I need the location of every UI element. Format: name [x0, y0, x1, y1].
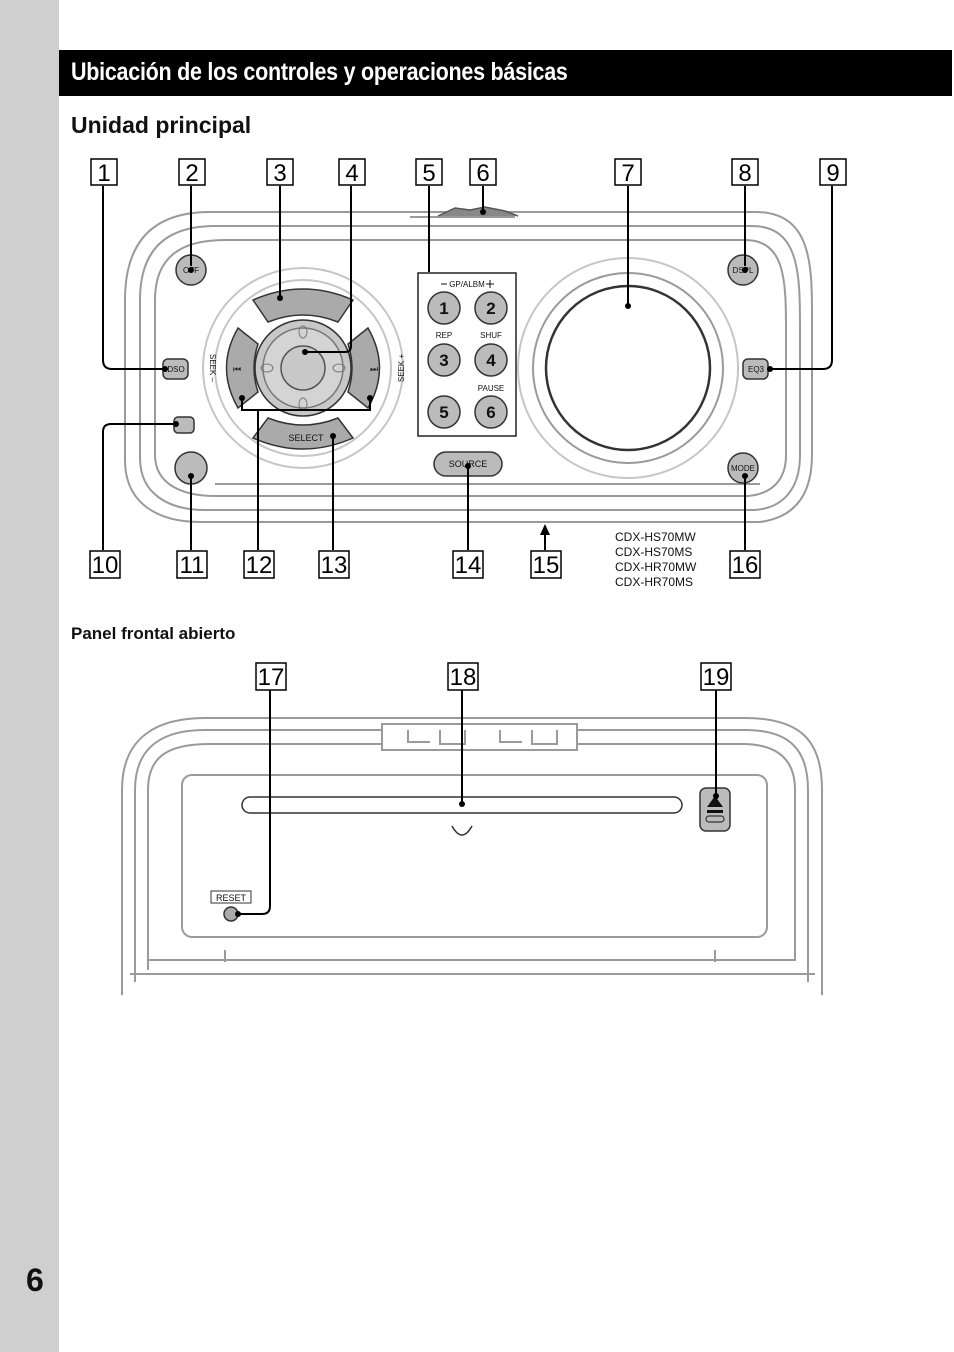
- page-margin-bar: [0, 0, 59, 1352]
- preset-1-button[interactable]: [427, 291, 461, 325]
- select-label: SELECT: [288, 433, 324, 443]
- preset-6-label: 6: [486, 403, 495, 422]
- heading-panel-frontal-abierto: Panel frontal abierto: [71, 624, 236, 643]
- eq3-label: EQ3: [748, 365, 765, 374]
- seek-plus-label: SEEK +: [397, 354, 406, 383]
- callout-18: 18: [450, 664, 477, 691]
- model-item: CDX-HS70MW: [615, 530, 696, 544]
- preset-2-label: 2: [486, 299, 495, 318]
- callout-15: 15: [533, 552, 560, 579]
- unit-outline-inner: [139, 225, 801, 511]
- seek-cross-up-button[interactable]: [251, 288, 355, 323]
- preset-5-label: 5: [439, 403, 448, 422]
- callout-9: 9: [826, 160, 839, 187]
- callout-13: 13: [321, 552, 348, 579]
- preset-5-button[interactable]: [427, 395, 461, 429]
- callout-16: 16: [732, 552, 759, 579]
- svg-text:⏭: ⏭: [370, 364, 378, 374]
- dso-label: DSO: [167, 365, 184, 374]
- rep-label: REP: [436, 331, 452, 340]
- heading-unidad-principal: Unidad principal: [71, 112, 252, 138]
- model-item: CDX-HR70MW: [615, 560, 697, 574]
- section-title-bar: Ubicación de los controles y operaciones…: [59, 50, 952, 96]
- reset-label: RESET: [216, 893, 247, 903]
- callout-19: 19: [703, 664, 730, 691]
- eject-icon: [707, 796, 723, 807]
- unit-outline-outer: [124, 211, 814, 523]
- mode-label: MODE: [731, 464, 755, 473]
- open-unit-outline: [121, 717, 823, 995]
- seek-plus-button[interactable]: [347, 326, 381, 410]
- unit-panel-face: [154, 239, 787, 497]
- callout-6: 6: [476, 160, 489, 187]
- seek-minus-button[interactable]: [225, 326, 259, 410]
- gp-albm-label: GP/ALBM: [449, 280, 485, 289]
- preset-4-label: 4: [486, 351, 496, 370]
- callout-7: 7: [621, 160, 634, 187]
- preset-1-label: 1: [439, 299, 448, 318]
- callout-8: 8: [738, 160, 751, 187]
- preset-3-button[interactable]: [427, 343, 461, 377]
- callout-10: 10: [92, 552, 119, 579]
- pause-label: PAUSE: [478, 384, 505, 393]
- preset-2-button[interactable]: [474, 291, 508, 325]
- callout-1: 1: [97, 160, 110, 187]
- preset-3-label: 3: [439, 351, 448, 370]
- callout-11: 11: [180, 552, 205, 579]
- shuf-label: SHUF: [480, 331, 502, 340]
- callout-4: 4: [345, 160, 358, 187]
- cd-tray-area: [181, 774, 768, 938]
- model-list: CDX-HS70MW CDX-HS70MS CDX-HR70MW CDX-HR7…: [615, 530, 696, 590]
- callout-5: 5: [422, 160, 435, 187]
- seek-minus-label: SEEK –: [208, 354, 217, 383]
- callout-3: 3: [273, 160, 286, 187]
- model-item: CDX-HR70MS: [615, 575, 694, 589]
- mode-button[interactable]: [727, 452, 759, 484]
- page-number: 6: [26, 1262, 44, 1298]
- preset-6-button[interactable]: [474, 395, 508, 429]
- preset-4-button[interactable]: [474, 343, 508, 377]
- callout-14: 14: [455, 552, 482, 579]
- callout-2: 2: [185, 160, 198, 187]
- callout-17: 17: [258, 664, 285, 691]
- section-title: Ubicación de los controles y operaciones…: [71, 58, 568, 86]
- svg-text:⏮: ⏮: [233, 364, 241, 374]
- select-button[interactable]: [251, 417, 355, 450]
- model-item: CDX-HS70MS: [615, 545, 693, 559]
- callout-12: 12: [246, 552, 273, 579]
